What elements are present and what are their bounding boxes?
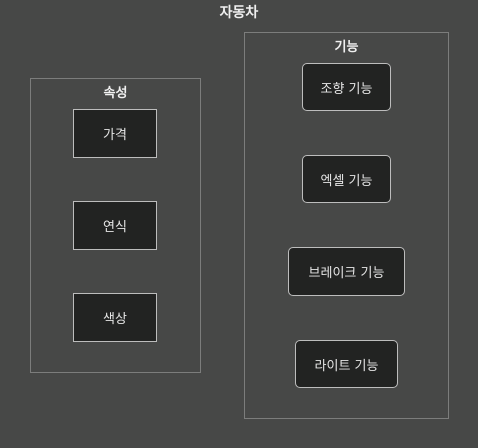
attributes-group-label: 속성 <box>103 86 128 101</box>
functions-group: 기능 <box>244 32 449 419</box>
diagram-title: 자동차 <box>219 5 259 21</box>
attributes-group: 속성 <box>30 78 201 373</box>
attribute-price-node: 가격 <box>73 109 157 158</box>
attribute-year-node: 연식 <box>73 201 157 250</box>
function-steering-node: 조향 기능 <box>302 63 391 111</box>
function-brake-node: 브레이크 기능 <box>288 247 405 296</box>
attribute-color-node: 색상 <box>73 293 157 342</box>
function-light-node: 라이트 기능 <box>295 340 398 388</box>
functions-group-label: 기능 <box>334 40 359 55</box>
function-accelerator-node: 엑셀 기능 <box>302 155 391 203</box>
